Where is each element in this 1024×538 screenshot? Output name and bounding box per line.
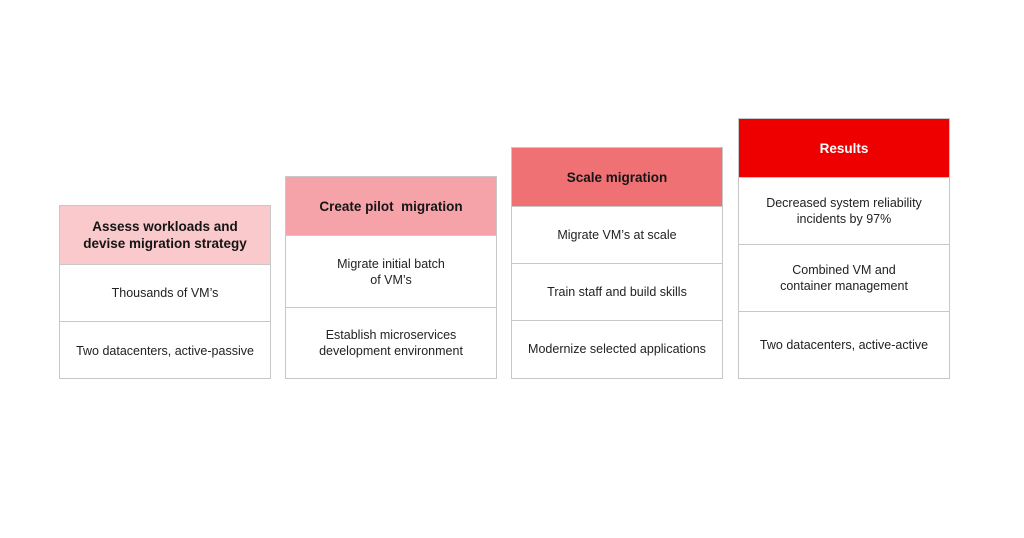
stage-item: Train staff and build skills — [512, 264, 722, 321]
stage-item: Combined VM and container management — [739, 245, 949, 312]
stage-assess: Assess workloads and devise migration st… — [59, 205, 271, 379]
stage-title: Results — [739, 119, 949, 178]
stage-item: Decreased system reliability incidents b… — [739, 178, 949, 245]
stage-title: Scale migration — [512, 148, 722, 207]
stage-title: Assess workloads and devise migration st… — [60, 206, 270, 265]
stage-item: Thousands of VM’s — [60, 265, 270, 322]
stage-item: Migrate VM’s at scale — [512, 207, 722, 264]
stage-title: Create pilot migration — [286, 177, 496, 236]
stage-pilot: Create pilot migration Migrate initial b… — [285, 176, 497, 379]
stage-item: Modernize selected applications — [528, 342, 706, 356]
stage-item: Establish microservices development envi… — [319, 328, 463, 358]
stage-results: Results Decreased system reliability inc… — [738, 118, 950, 379]
stage-item: Two datacenters, active-passive — [76, 343, 254, 358]
stage-item: Migrate initial batch of VM’s — [286, 236, 496, 308]
stage-scale: Scale migration Migrate VM’s at scale Tr… — [511, 147, 723, 379]
stage-item: Two datacenters, active-active — [759, 338, 929, 352]
